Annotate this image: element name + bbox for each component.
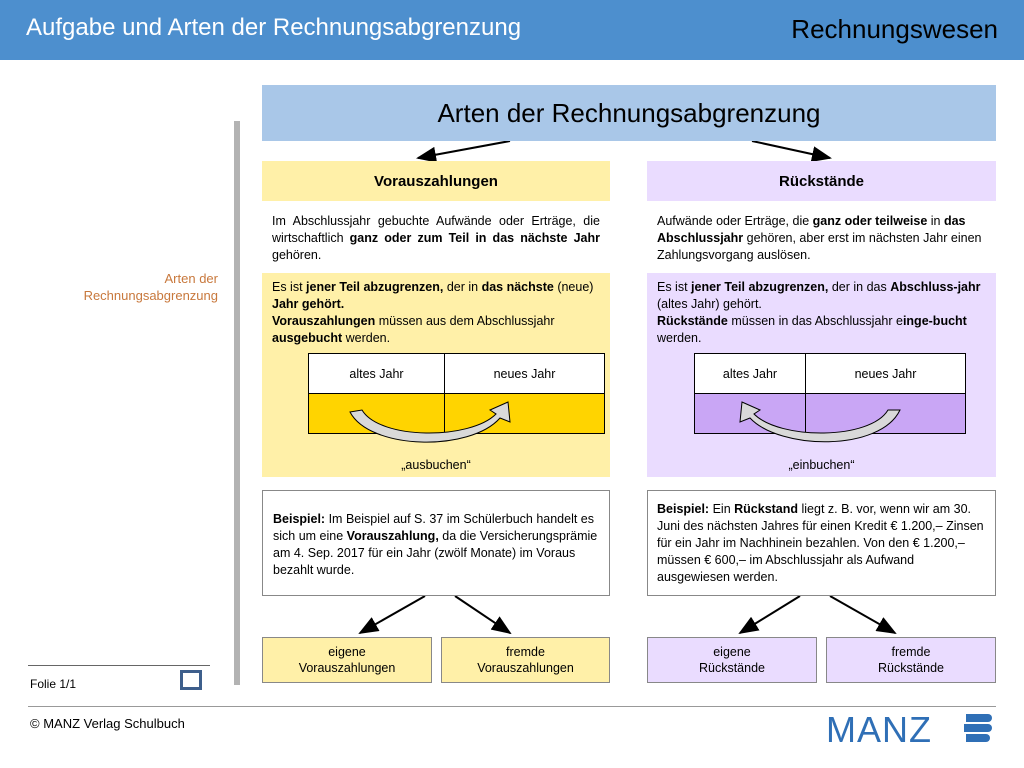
old-year-fill: [308, 393, 445, 434]
sidebar-nav-label[interactable]: Arten der Rechnungsabgrenzung: [83, 271, 218, 303]
old-year-cell: altes Jahr: [694, 353, 806, 394]
leaf-line2: Vorauszahlungen: [477, 661, 574, 675]
vorauszahlungen-description: Im Abschlussjahr gebuchte Aufwände oder …: [272, 214, 600, 262]
vorauszahlungen-rule-text: Es ist jener Teil abzugrenzen, der in da…: [272, 280, 594, 345]
copyright-text: © MANZ Verlag Schulbuch: [30, 716, 185, 731]
manz-logo: MANZ: [826, 709, 992, 746]
old-year-cell: altes Jahr: [308, 353, 445, 394]
vorauszahlungen-year-table: altes Jahr neues Jahr: [308, 353, 605, 434]
rueckstaende-rule-text: Es ist jener Teil abzugrenzen, der in da…: [657, 280, 981, 345]
header-bar: [0, 0, 1024, 60]
fremde-rueckstaende-box: fremde Rückstände: [826, 637, 996, 683]
slide-square-icon[interactable]: [180, 670, 202, 690]
leaf-line1: fremde: [891, 645, 931, 659]
header-title: Aufgabe und Arten der Rechnungsabgrenzun…: [26, 14, 522, 41]
sidebar-divider: [234, 121, 240, 685]
vorauszahlungen-heading: Vorauszahlungen: [262, 161, 610, 201]
new-year-cell: neues Jahr: [805, 353, 966, 394]
diagram-title: Arten der Rechnungsabgrenzung: [262, 85, 996, 141]
leaf-line1: eigene: [328, 645, 366, 659]
slide-number: Folie 1/1: [30, 677, 77, 691]
leaf-line2: Rückstände: [877, 661, 944, 675]
footer-divider: [28, 706, 996, 707]
header-subject: Rechnungswesen: [791, 14, 998, 44]
svg-text:MANZ: MANZ: [826, 709, 932, 746]
new-year-cell: neues Jahr: [444, 353, 605, 394]
rueckstaende-example: Beispiel: Ein Rückstand liegt z. B. vor,…: [647, 490, 996, 596]
leaf-line1: eigene: [713, 645, 751, 659]
vorauszahlungen-example: Beispiel: Im Beispiel auf S. 37 im Schül…: [262, 490, 610, 596]
einbuchen-curved-arrow: [739, 401, 901, 443]
ausbuchen-caption: „ausbuchen“: [401, 458, 471, 472]
leaf-line2: Rückstände: [698, 661, 765, 675]
new-year-fill: [444, 393, 605, 434]
eigene-vorauszahlungen-box: eigene Vorauszahlungen: [262, 637, 432, 683]
eigene-rueckstaende-box: eigene Rückstände: [647, 637, 817, 683]
ausbuchen-curved-arrow: [349, 401, 511, 443]
rueckstaende-heading: Rückstände: [647, 161, 996, 201]
folie-divider: [28, 665, 210, 666]
einbuchen-caption: „einbuchen“: [788, 458, 855, 472]
rueckstaende-description: Aufwände oder Erträge, die ganz oder tei…: [657, 214, 982, 262]
leaf-line2: Vorauszahlungen: [298, 661, 396, 675]
fremde-vorauszahlungen-box: fremde Vorauszahlungen: [441, 637, 610, 683]
leaf-line1: fremde: [506, 645, 545, 659]
